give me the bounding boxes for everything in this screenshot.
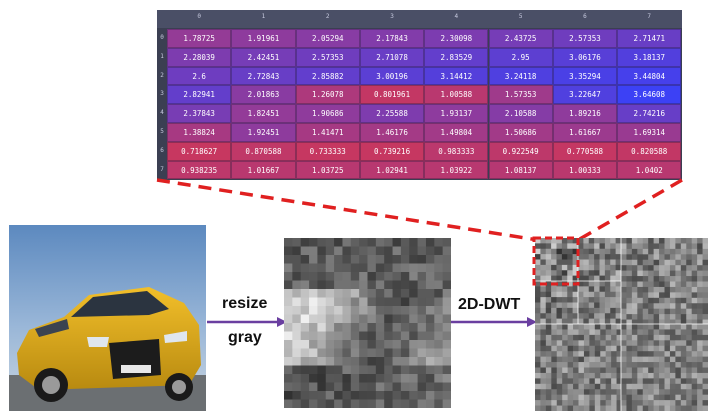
zoom-line-left <box>156 178 539 242</box>
table-cell: 2.71078 <box>359 47 425 67</box>
table-cell: 1.57353 <box>488 85 553 105</box>
table-cell: 1.69314 <box>617 123 682 142</box>
table-cell: 1.82451 <box>231 104 296 123</box>
table-cell: 2.25588 <box>359 104 425 123</box>
table-cell: 2.30098 <box>424 29 489 48</box>
table-cell: 1.00588 <box>424 85 489 105</box>
table-cell: 0.801961 <box>359 85 425 105</box>
table-row-index: 3 <box>160 90 164 98</box>
table-cell: 1.89216 <box>552 104 618 123</box>
table-cell: 2.10588 <box>488 104 553 123</box>
table-cell: 2.28039 <box>167 47 232 67</box>
table-cell: 0.739216 <box>359 141 425 161</box>
table-row-index: 2 <box>160 71 164 79</box>
zoom-line-right <box>577 178 683 242</box>
table-cell: 1.03922 <box>424 160 489 180</box>
table-col-header: 6 <box>583 13 587 20</box>
gray-label: gray <box>228 329 262 346</box>
table-cell: 2.74216 <box>617 104 682 123</box>
table-cell: 0.938235 <box>167 160 232 180</box>
table-cell: 2.95 <box>488 47 553 67</box>
table-row-index: 4 <box>160 109 164 117</box>
table-cell: 0.718627 <box>167 141 232 161</box>
table-cell: 1.90686 <box>295 104 360 123</box>
table-col-header: 4 <box>454 13 459 20</box>
table-col-header: 7 <box>647 13 652 20</box>
table-row-index: 6 <box>160 146 164 154</box>
table-cell: 2.57353 <box>552 29 618 48</box>
dwt-label: 2D-DWT <box>458 296 521 313</box>
table-cell: 1.08137 <box>488 160 553 180</box>
table-cell: 1.46176 <box>359 123 425 142</box>
table-cell: 2.6 <box>167 66 232 86</box>
dwt-image <box>535 238 708 411</box>
table-cell: 0.922549 <box>488 141 553 161</box>
table-cell: 2.37843 <box>167 104 232 123</box>
table-cell: 1.38824 <box>167 123 232 142</box>
resize-arrow <box>207 317 287 327</box>
table-cell: 1.91961 <box>231 29 296 48</box>
table-cell: 3.18137 <box>617 47 682 67</box>
table-cell: 1.02941 <box>359 160 425 180</box>
table-cell: 1.0402 <box>617 160 682 180</box>
table-cell: 2.17843 <box>359 29 425 48</box>
table-header <box>157 10 682 28</box>
table-cell: 3.44804 <box>617 66 682 86</box>
table-cell: 3.06176 <box>552 47 618 67</box>
table-cell: 3.64608 <box>617 85 682 105</box>
table-cell: 3.14412 <box>424 66 489 86</box>
table-cell: 1.01667 <box>231 160 296 180</box>
table-cell: 1.93137 <box>424 104 489 123</box>
table-cell: 1.92451 <box>231 123 296 142</box>
table-cell: 0.870588 <box>231 141 296 161</box>
table-cell: 3.35294 <box>552 66 618 86</box>
table-col-header: 5 <box>518 13 523 20</box>
table-cell: 1.00333 <box>552 160 618 180</box>
table-cell: 2.83529 <box>424 47 489 67</box>
table-cell: 2.57353 <box>295 47 360 67</box>
table-cell: 1.03725 <box>295 160 360 180</box>
table-cell: 1.50686 <box>488 123 553 142</box>
dwt-arrow <box>451 317 537 327</box>
table-row-index: 0 <box>160 34 164 41</box>
table-row-index: 7 <box>160 165 164 173</box>
table-cell: 0.983333 <box>424 141 489 161</box>
table-row-index: 1 <box>160 52 164 60</box>
table-cell: 1.78725 <box>167 29 232 48</box>
table-cell: 1.26078 <box>295 85 360 105</box>
table-cell: 1.61667 <box>552 123 618 142</box>
table-cell: 3.22647 <box>552 85 618 105</box>
table-cell: 2.43725 <box>488 29 553 48</box>
table-cell: 0.770588 <box>552 141 618 161</box>
car-photo <box>9 225 206 411</box>
table-cell: 3.24118 <box>488 66 553 86</box>
table-col-header: 3 <box>390 13 394 20</box>
table-cell: 1.49804 <box>424 123 489 142</box>
table-cell: 2.85882 <box>295 66 360 86</box>
table-cell: 3.00196 <box>359 66 425 86</box>
table-cell: 2.72843 <box>231 66 296 86</box>
table-cell: 0.820588 <box>617 141 682 161</box>
table-row-index: 5 <box>160 128 164 135</box>
table-col-header: 0 <box>197 13 201 20</box>
table-cell: 2.05294 <box>295 29 360 48</box>
table-cell: 0.733333 <box>295 141 360 161</box>
table-cell: 1.41471 <box>295 123 360 142</box>
grayscale-image <box>284 238 451 408</box>
table-col-header: 1 <box>261 13 266 20</box>
table-cell: 2.42451 <box>231 47 296 67</box>
ll-highlight-box <box>532 236 580 286</box>
table-col-header: 2 <box>325 13 330 20</box>
table-cell: 2.71471 <box>617 29 682 48</box>
table-cell: 2.01863 <box>231 85 296 105</box>
resize-label: resize <box>222 295 268 312</box>
table-cell: 2.82941 <box>167 85 232 105</box>
